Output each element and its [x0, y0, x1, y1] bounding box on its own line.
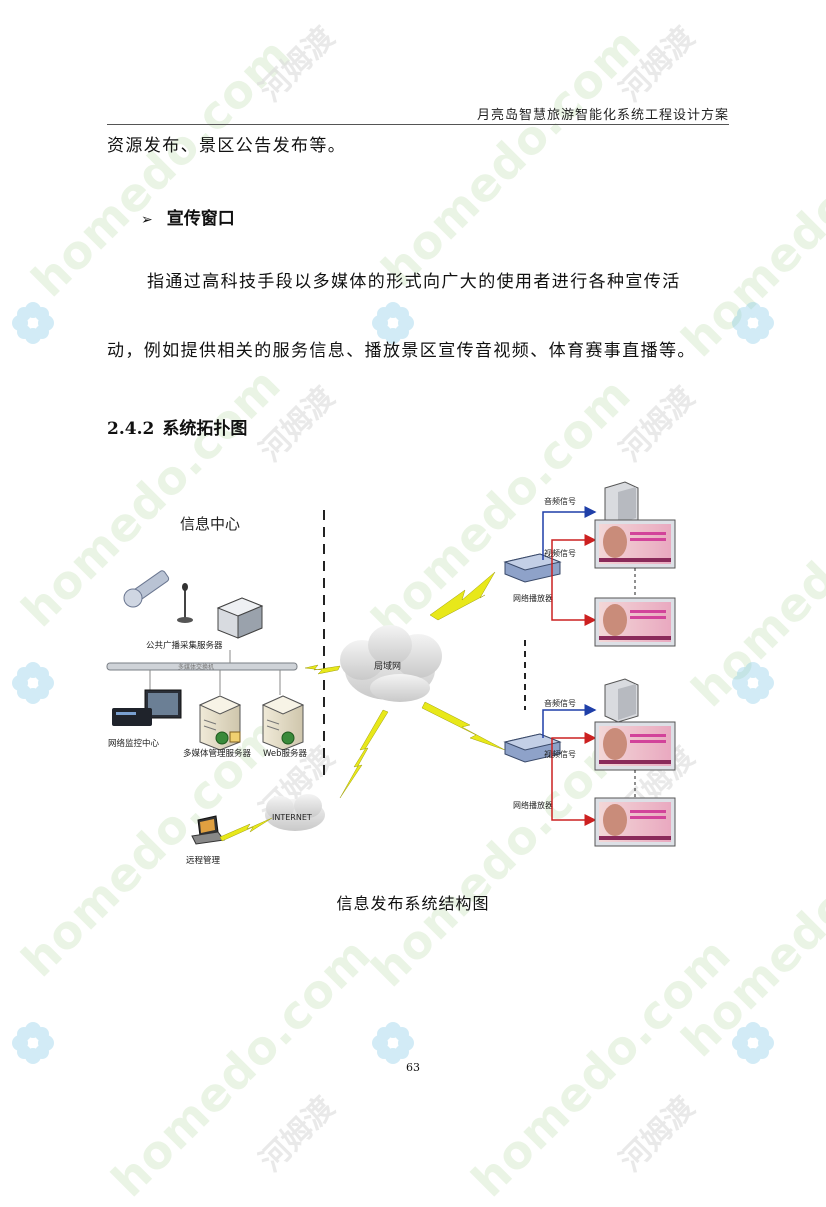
lightning-links [219, 571, 506, 842]
lan-label: 局域网 [374, 660, 401, 672]
body-paragraph-line: 指通过高科技手段以多媒体的形式向广大的使用者进行各种宣传活 [147, 272, 681, 292]
watermark-site: homedo.com [21, 26, 302, 308]
video-signal-label: 视频信号 [544, 548, 576, 558]
watermark-brand: 河姆渡 [613, 1090, 702, 1179]
audio-signal-label: 音频信号 [544, 698, 576, 708]
monitor-center-label: 网络监控中心 [108, 738, 160, 749]
flower-icon [12, 1022, 54, 1064]
flower-icon [12, 302, 54, 344]
figure-caption: 信息发布系统结构图 [336, 894, 490, 913]
watermark-brand: 河姆渡 [613, 380, 702, 469]
section-title: 系统拓扑图 [162, 419, 248, 439]
flower-icon [372, 1022, 414, 1064]
body-paragraph-line: 动，例如提供相关的服务信息、播放景区宣传音视频、体育赛事直播等。 [107, 341, 696, 361]
section-heading: 2.4.2 系统拓扑图 [107, 414, 247, 439]
body-line: 资源发布、景区公告发布等。 [107, 136, 347, 156]
page-header: 月亮岛智慧旅游智能化系统工程设计方案 [107, 104, 729, 125]
display-screen-icon [594, 519, 676, 569]
watermark-site: homedo.com [371, 16, 652, 298]
remote-label: 远程管理 [186, 855, 221, 866]
broadcast-server-label: 公共广播采集服务器 [146, 640, 223, 651]
bullet-title: 宣传窗口 [166, 209, 235, 229]
audio-signal-label: 音频信号 [544, 496, 576, 506]
flower-icon [732, 662, 774, 704]
lightning-icon [219, 817, 273, 842]
watermark-brand: 河姆渡 [253, 1090, 342, 1179]
display-screen-icon [594, 597, 676, 647]
web-server-label: Web服务器 [263, 748, 308, 759]
speaker-icon [604, 678, 639, 723]
laptop-icon [191, 815, 225, 845]
section-number: 2.4.2 [107, 419, 155, 439]
player-group-lower: 网络播放器 音频信号 视频信号 [503, 678, 676, 847]
lan-cloud-icon [340, 625, 442, 702]
switch-label: 多媒体交换机 [178, 663, 214, 671]
info-center-label: 信息中心 [180, 515, 240, 533]
watermark-brand: 河姆渡 [253, 20, 342, 109]
page-number: 63 [406, 1061, 420, 1074]
speaker-icon [604, 481, 639, 527]
flower-icon [732, 302, 774, 344]
switch-bar [106, 662, 298, 671]
topology-diagram: 信息中心 公共广播采集服务器 多媒体交换机 网络监控中心 多媒体管理服务器 [106, 481, 676, 866]
display-screen-icon [594, 797, 676, 847]
lightning-icon [421, 701, 506, 751]
broadcast-server-icon [216, 597, 264, 639]
lightning-icon [304, 664, 341, 675]
player-label: 网络播放器 [513, 593, 553, 603]
media-server-label: 多媒体管理服务器 [183, 748, 252, 759]
internet-label: INTERNET [272, 813, 312, 822]
internet-cloud-icon [265, 794, 325, 831]
bullet-arrow-icon: ➢ [141, 212, 153, 228]
video-signal-label: 视频信号 [544, 749, 576, 759]
broadcast-equipment-icon [123, 570, 193, 623]
player-group-upper: 网络播放器 音频信号 视频信号 [503, 481, 676, 647]
web-server-icon [261, 695, 305, 751]
media-server-icon [198, 695, 242, 751]
lightning-icon [429, 571, 496, 621]
watermark-brand: 河姆渡 [613, 20, 702, 109]
watermark-brand: 河姆渡 [253, 380, 342, 469]
lightning-icon [339, 709, 389, 799]
header-title: 月亮岛智慧旅游智能化系统工程设计方案 [476, 108, 729, 123]
flower-icon [12, 662, 54, 704]
monitor-center-icon [112, 689, 182, 726]
bullet-heading: ➢ 宣传窗口 [141, 204, 235, 229]
flower-icon [732, 1022, 774, 1064]
display-screen-icon [594, 721, 676, 771]
player-label: 网络播放器 [513, 800, 553, 810]
flower-icon [372, 302, 414, 344]
